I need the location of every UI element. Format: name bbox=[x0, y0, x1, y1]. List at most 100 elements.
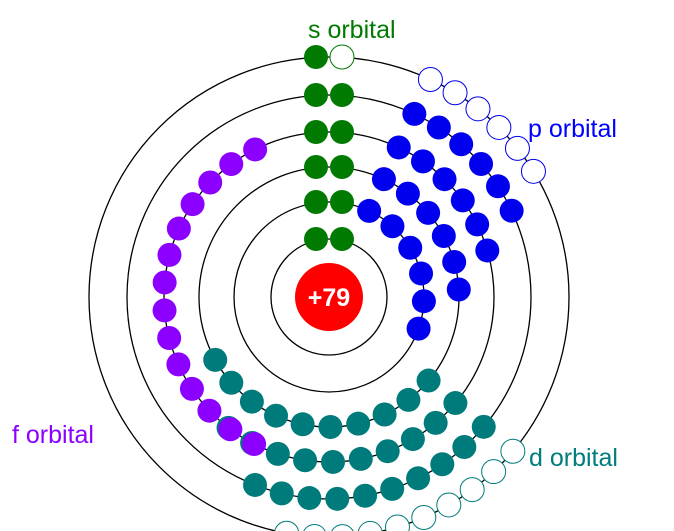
f-electron bbox=[166, 216, 191, 241]
d-electron bbox=[290, 412, 315, 437]
f-electron bbox=[242, 432, 267, 457]
p-electron bbox=[485, 174, 510, 199]
d-electron bbox=[265, 441, 290, 466]
p-electron bbox=[450, 188, 475, 213]
d-empty-slot bbox=[459, 477, 485, 503]
f-electron bbox=[157, 325, 182, 350]
s-electron bbox=[330, 190, 354, 214]
d-electron bbox=[375, 439, 400, 464]
electrons bbox=[152, 44, 546, 531]
f-electron bbox=[157, 242, 182, 267]
p-electron bbox=[426, 115, 451, 140]
s-electron bbox=[330, 120, 354, 144]
f-electron bbox=[219, 152, 244, 177]
f-electron bbox=[197, 398, 222, 423]
d-empty-slot bbox=[331, 524, 354, 531]
s-electron bbox=[304, 155, 328, 179]
d-electron bbox=[320, 449, 345, 474]
p-electron bbox=[416, 200, 441, 225]
f-electron bbox=[166, 352, 191, 377]
d-electron bbox=[423, 410, 448, 435]
s-electron bbox=[304, 190, 328, 214]
d-electron bbox=[400, 427, 425, 452]
d-electron bbox=[219, 370, 244, 395]
s-electron bbox=[330, 155, 354, 179]
d-electron bbox=[406, 466, 431, 491]
d-electron bbox=[348, 446, 373, 471]
p-electron bbox=[386, 135, 411, 160]
d-empty-slot bbox=[274, 520, 299, 531]
s-electron bbox=[330, 83, 354, 107]
p-electron bbox=[469, 152, 494, 177]
d-electron bbox=[430, 452, 455, 477]
p-empty-slot bbox=[504, 135, 530, 161]
d-empty-slot bbox=[303, 524, 326, 531]
p-empty-slot bbox=[465, 96, 491, 122]
s-electron bbox=[304, 120, 328, 144]
p-electron bbox=[409, 261, 434, 286]
d-empty-slot bbox=[411, 504, 437, 530]
nucleus: +79 bbox=[295, 263, 363, 331]
f-electron bbox=[152, 298, 177, 323]
p-electron bbox=[398, 235, 423, 260]
p-electron bbox=[357, 198, 382, 223]
s-electron bbox=[330, 227, 354, 251]
d-electron bbox=[372, 402, 397, 427]
s-orbital-label: s orbital bbox=[308, 16, 396, 44]
p-electron bbox=[465, 212, 490, 237]
nucleus-charge: +79 bbox=[308, 284, 350, 312]
p-empty-slot bbox=[417, 66, 443, 92]
d-electron bbox=[318, 414, 343, 439]
d-empty-slot bbox=[481, 459, 507, 485]
f-electron bbox=[218, 417, 243, 442]
d-electron bbox=[264, 403, 289, 428]
s-electron bbox=[304, 227, 328, 251]
d-electron bbox=[203, 347, 228, 372]
p-electron bbox=[449, 132, 474, 157]
p-electron bbox=[499, 198, 524, 223]
p-electron bbox=[411, 289, 436, 314]
p-electron bbox=[442, 249, 467, 274]
d-electron bbox=[380, 476, 405, 501]
shell-ring-6 bbox=[88, 56, 570, 531]
d-electron bbox=[325, 486, 350, 511]
p-electron bbox=[446, 277, 471, 302]
nucleus-circle bbox=[295, 263, 363, 331]
f-electron bbox=[179, 376, 204, 401]
f-electron bbox=[180, 192, 205, 217]
d-electron bbox=[416, 368, 441, 393]
d-electron bbox=[452, 434, 477, 459]
d-electron bbox=[293, 448, 318, 473]
p-orbital-label: p orbital bbox=[528, 115, 617, 143]
f-orbital-label: f orbital bbox=[12, 421, 94, 449]
s-electron bbox=[304, 45, 328, 69]
p-electron bbox=[410, 149, 435, 174]
f-electron bbox=[198, 170, 223, 195]
d-electron bbox=[243, 472, 268, 497]
d-electron bbox=[269, 481, 294, 506]
p-electron bbox=[402, 101, 427, 126]
p-electron bbox=[431, 224, 456, 249]
d-electron bbox=[239, 389, 264, 414]
p-electron bbox=[371, 167, 396, 192]
p-empty-slot bbox=[442, 80, 468, 106]
s-electron bbox=[304, 83, 328, 107]
shell-ring-1 bbox=[270, 238, 388, 356]
p-electron bbox=[380, 214, 405, 239]
d-empty-slot bbox=[384, 514, 410, 531]
p-electron bbox=[432, 167, 457, 192]
f-electron bbox=[243, 137, 268, 162]
d-electron bbox=[353, 483, 378, 508]
d-empty-slot bbox=[436, 492, 462, 518]
d-electron bbox=[346, 411, 371, 436]
d-electron bbox=[471, 414, 496, 439]
d-orbital-label: d orbital bbox=[529, 444, 618, 472]
s-empty-slot bbox=[329, 44, 355, 70]
p-empty-slot bbox=[486, 114, 512, 140]
p-electron bbox=[406, 316, 431, 341]
p-empty-slot bbox=[520, 158, 546, 184]
p-electron bbox=[475, 238, 500, 263]
d-electron bbox=[443, 391, 468, 416]
d-electron bbox=[297, 486, 322, 511]
